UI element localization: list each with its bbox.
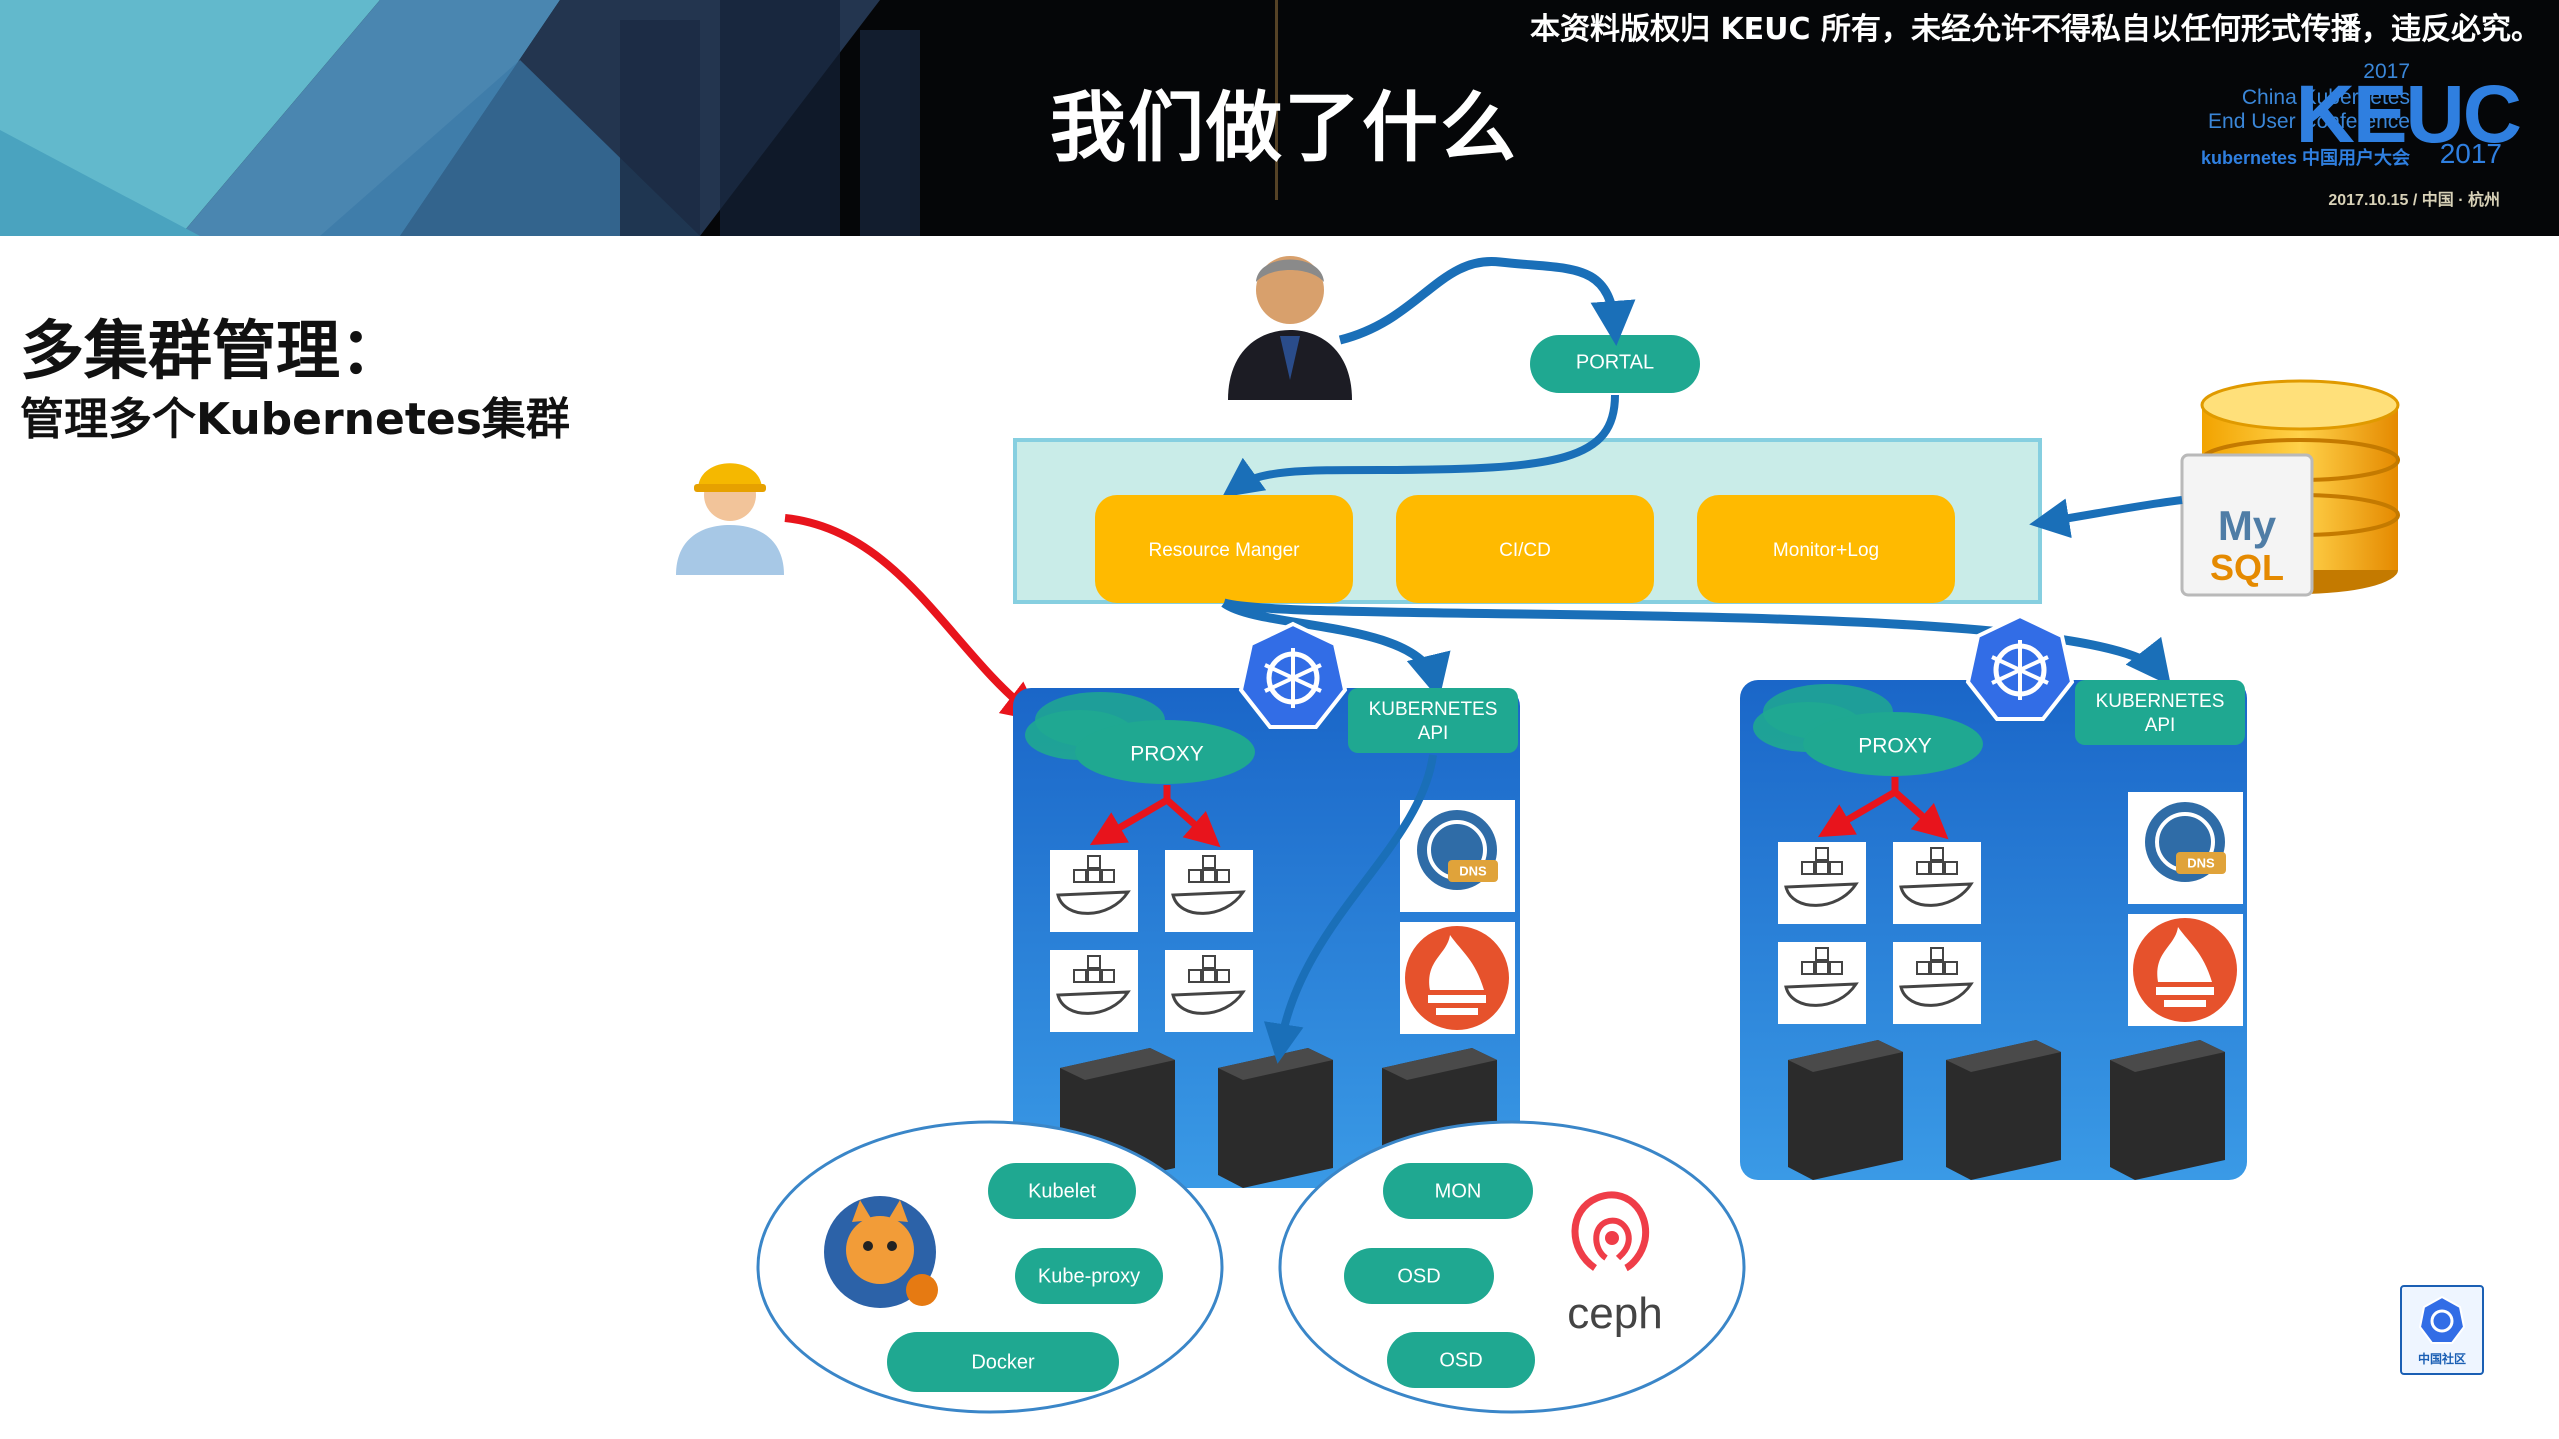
platform-to-cluster1-arrow	[1221, 599, 1451, 700]
component-kubelet: Kubelet	[988, 1163, 1136, 1219]
dns-label: DNS	[1459, 863, 1487, 878]
docker-container-icon	[1050, 850, 1138, 932]
component-label: Kube-proxy	[1038, 1265, 1140, 1287]
dns-icon: DNS	[2128, 792, 2243, 904]
header-background-art	[0, 0, 1278, 236]
component-label: OSD	[1397, 1265, 1440, 1287]
section-title: 多集群管理：	[20, 315, 404, 389]
dns-label: DNS	[2187, 855, 2215, 870]
module-resource-manager: Resource Manger	[1095, 495, 1353, 603]
architecture-diagram: PORTAL Resource Manger CI/CD Monitor+Log…	[676, 256, 2400, 1414]
portal-node: PORTAL	[1530, 335, 1700, 393]
conference-name-line1: China Kubernetes	[2241, 86, 2410, 109]
component-mon: MON	[1383, 1163, 1533, 1219]
ceph-logo: ceph	[1567, 1191, 1663, 1338]
component-label: OSD	[1439, 1349, 1482, 1371]
conference-date: 2017.10.15 / 中国 · 杭州	[2328, 192, 2500, 209]
ceph-label: ceph	[1567, 1289, 1662, 1338]
component-osd: OSD	[1344, 1248, 1494, 1304]
conference-name-cn: kubernetes 中国用户大会	[2200, 148, 2410, 168]
docker-container-icon	[1778, 842, 1866, 924]
copyright-notice: 本资料版权归 KEUC 所有，未经允许不得私自以任何形式传播，违反必究。	[1529, 12, 2541, 47]
section-subtitle: 管理多个Kubernetes集群	[20, 394, 570, 445]
kubernetes-cluster-1: PROXY KUBERNETES API	[1013, 621, 1520, 1188]
proxy-to-pod-arrow	[1892, 789, 1949, 840]
docker-container-icon	[1893, 842, 1981, 924]
slide-header: 本资料版权归 KEUC 所有，未经允许不得私自以任何形式传播，违反必究。 我们做…	[0, 0, 2559, 236]
component-label: Kubelet	[1028, 1180, 1096, 1202]
api-label-line1: KUBERNETES	[2096, 691, 2225, 712]
component-label: Docker	[971, 1351, 1035, 1373]
proxy-to-pod-arrow	[1164, 797, 1221, 848]
server-icon	[2110, 1040, 2225, 1180]
mysql-label-my: My	[2218, 502, 2277, 549]
docker-container-icon	[1778, 942, 1866, 1024]
api-to-node-arrow	[1263, 754, 1437, 1064]
conference-year-badge: 2017	[2439, 138, 2502, 169]
proxy-cloud: PROXY	[1025, 692, 1255, 784]
kubernetes-api-box: KUBERNETES API	[1348, 688, 1518, 753]
component-label: MON	[1435, 1180, 1482, 1202]
community-badge: 中国社区	[2400, 1285, 2484, 1375]
server-icon	[1788, 1040, 1903, 1180]
docker-container-icon	[1050, 950, 1138, 1032]
kubernetes-cluster-2: PROXY KUBERNETES API	[1740, 613, 2247, 1180]
engineer-to-proxy-arrow	[784, 514, 1043, 722]
kubernetes-api-box: KUBERNETES API	[2075, 680, 2245, 745]
kubernetes-logo-icon	[1238, 621, 1348, 729]
community-badge-label: 中国社区	[2418, 1351, 2466, 1366]
proxy-label: PROXY	[1130, 743, 1204, 766]
portal-to-resource-arrow	[1222, 394, 1619, 498]
slide-title: 我们做了什么	[1050, 83, 1518, 172]
server-icon	[1218, 1048, 1333, 1188]
module-label: Monitor+Log	[1773, 540, 1879, 561]
docker-container-icon	[1165, 950, 1253, 1032]
proxy-label: PROXY	[1858, 735, 1932, 758]
mysql-label-sql: SQL	[2210, 547, 2284, 588]
api-label-line2: API	[1418, 723, 1449, 744]
dns-icon: DNS	[1400, 800, 1515, 912]
manager-person-icon	[1228, 256, 1352, 400]
module-cicd: CI/CD	[1396, 495, 1654, 603]
platform-to-cluster2-arrow	[1222, 598, 2172, 687]
component-kube-proxy: Kube-proxy	[1015, 1248, 1163, 1304]
mysql-to-platform-arrow	[2029, 496, 2183, 539]
manager-to-portal-arrow	[1338, 257, 1636, 346]
portal-label: PORTAL	[1576, 351, 1654, 373]
component-docker: Docker	[887, 1332, 1119, 1392]
conference-name-line2: End User Conference	[2208, 110, 2410, 133]
server-icon	[1946, 1040, 2061, 1180]
component-osd: OSD	[1387, 1332, 1535, 1388]
keuc-logo: KEUC	[2295, 69, 2522, 160]
module-monitor-log: Monitor+Log	[1697, 495, 1955, 603]
storage-components-group: MON OSD OSD ceph	[1278, 1120, 1746, 1414]
api-label-line2: API	[2145, 715, 2176, 736]
module-label: Resource Manger	[1148, 540, 1300, 561]
tomcat-cat-icon	[824, 1196, 938, 1308]
conference-year: 2017	[2363, 60, 2410, 83]
proxy-cloud: PROXY	[1753, 684, 1983, 776]
conference-logo: 2017 China Kubernetes End User Conferenc…	[2050, 58, 2522, 209]
node-components-group: Kubelet Kube-proxy Docker	[756, 1120, 1224, 1414]
community-logo-icon: 中国社区	[2418, 1295, 2466, 1366]
engineer-person-icon	[676, 463, 784, 575]
docker-container-icon	[1165, 850, 1253, 932]
module-label: CI/CD	[1499, 540, 1551, 561]
prometheus-icon	[1400, 922, 1515, 1034]
docker-container-icon	[1893, 942, 1981, 1024]
mysql-database-icon: My SQL	[2180, 379, 2400, 597]
kubernetes-logo-icon	[1965, 613, 2075, 721]
api-label-line1: KUBERNETES	[1369, 699, 1498, 720]
prometheus-icon	[2128, 914, 2243, 1026]
